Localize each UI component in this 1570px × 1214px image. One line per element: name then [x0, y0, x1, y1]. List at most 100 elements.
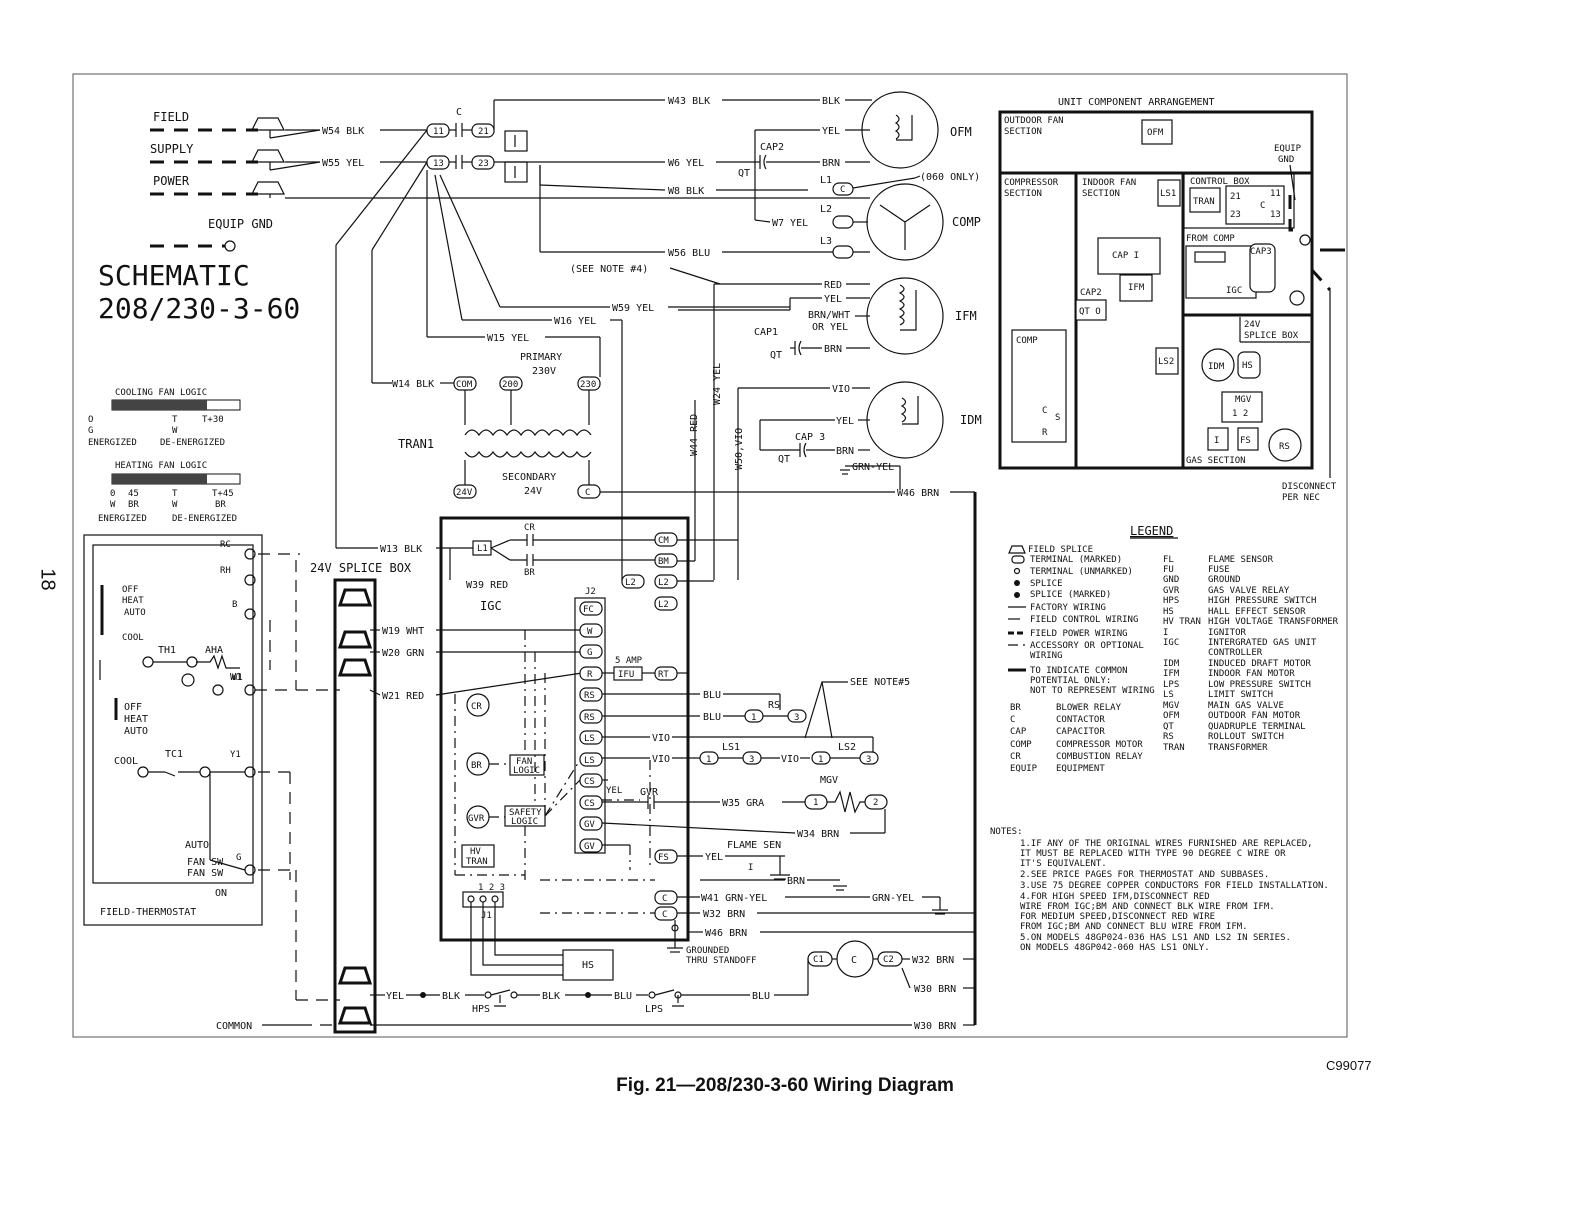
svg-text:YEL: YEL: [824, 294, 842, 305]
wire-w16: W16 YEL: [554, 316, 596, 327]
wire-w56: W56 BLU: [668, 248, 710, 259]
svg-text:WIRING: WIRING: [1030, 651, 1063, 661]
svg-text:ROLLOUT SWITCH: ROLLOUT SWITCH: [1208, 732, 1284, 742]
igc-term-w: [579, 623, 603, 638]
svg-text:C2: C2: [883, 955, 894, 965]
wire-w20: W20 GRN: [382, 648, 424, 659]
svg-text:HALL EFFECT SENSOR: HALL EFFECT SENSOR: [1208, 607, 1306, 617]
svg-text:BR: BR: [215, 500, 226, 510]
svg-text:POTENTIAL ONLY:: POTENTIAL ONLY:: [1030, 676, 1111, 686]
splice-box: 24V SPLICE BOX W19 WHT W20 GRN W21 RED W…: [310, 544, 583, 1034]
svg-text:IDM: IDM: [1163, 659, 1180, 669]
svg-text:T: T: [172, 489, 178, 499]
svg-text:W1: W1: [232, 673, 243, 683]
arr-idm: [1201, 348, 1235, 382]
arr-mgv: [1221, 391, 1263, 423]
figure-caption: Fig. 21—208/230-3-60 Wiring Diagram: [616, 1075, 954, 1096]
svg-text:TO INDICATE COMMON: TO INDICATE COMMON: [1030, 666, 1128, 676]
svg-text:COMP: COMP: [1010, 740, 1032, 750]
igc-board: IGC W39 RED L1 CR BR CM BM W44 RED W24 Y…: [439, 320, 796, 981]
svg-text:FOR MEDIUM SPEED,DISCONNECT RE: FOR MEDIUM SPEED,DISCONNECT RED WIRE: [1020, 912, 1215, 922]
svg-text:11: 11: [1270, 189, 1281, 199]
svg-text:DE-ENERGIZED: DE-ENERGIZED: [172, 514, 237, 524]
field-splice-1: [251, 117, 285, 131]
svg-text:23: 23: [1230, 210, 1241, 220]
svg-text:CAP: CAP: [1010, 727, 1027, 737]
wire-w35: W35 GRA: [722, 798, 764, 809]
svg-text:1: 1: [818, 755, 823, 765]
svg-text:W1: W1: [230, 672, 242, 683]
common-label: COMMON: [216, 1021, 252, 1032]
svg-text:BM: BM: [658, 557, 669, 567]
svg-text:TRAN: TRAN: [466, 857, 488, 867]
safety-switches: BLU BLU 1 RS 3 VIO VIO LS1 1 3 VIO LS2 1…: [216, 677, 975, 1032]
svg-text:1: 1: [813, 798, 818, 808]
svg-text:ENERGIZED: ENERGIZED: [98, 514, 147, 524]
splice-box-rect: [333, 578, 377, 1034]
comp-label: COMP: [952, 215, 981, 229]
svg-text:G: G: [587, 648, 592, 658]
svg-text:LS2: LS2: [1158, 357, 1174, 367]
schematic-title: SCHEMATIC: [98, 259, 250, 292]
indoor-motors: RED YEL BRN/WHT OR YEL CAP1 QT BRN IFM V…: [600, 277, 982, 1025]
svg-text:QT: QT: [1163, 722, 1174, 732]
svg-text:RH: RH: [220, 566, 231, 576]
svg-text:COM: COM: [456, 380, 473, 390]
field-thermostat: RC RH B Y1 W1 G OFF HEAT AUTO COOL TH1 A…: [83, 534, 340, 1026]
svg-text:EQUIP: EQUIP: [1274, 144, 1302, 154]
ifm-motor-icon: [866, 277, 944, 355]
svg-text:LOW PRESSURE SWITCH: LOW PRESSURE SWITCH: [1208, 680, 1311, 690]
field-supply: FIELD SUPPLY POWER EQUIP GND SCHEMATIC 2…: [98, 110, 321, 325]
svg-text:24V: 24V: [524, 486, 542, 497]
svg-text:TRAN: TRAN: [1163, 743, 1185, 753]
svg-text:GAS VALVE RELAY: GAS VALVE RELAY: [1208, 586, 1290, 596]
arr-ifm: [1119, 274, 1153, 302]
svg-text:TERMINAL (MARKED): TERMINAL (MARKED): [1030, 555, 1122, 565]
svg-text:C: C: [585, 488, 590, 498]
svg-text:GAS SECTION: GAS SECTION: [1186, 456, 1246, 466]
svg-text:QUADRUPLE TERMINAL: QUADRUPLE TERMINAL: [1208, 722, 1306, 732]
arr-igniter: [1207, 427, 1229, 451]
terminal-l2c: [654, 596, 678, 611]
svg-text:NOT TO REPRESENT WIRING: NOT TO REPRESENT WIRING: [1030, 686, 1155, 696]
svg-text:1 2 3: 1 2 3: [478, 883, 505, 893]
svg-text:G: G: [236, 853, 241, 863]
svg-text:FLAME SEN: FLAME SEN: [727, 840, 781, 851]
svg-text:YEL: YEL: [822, 126, 840, 137]
figure-code: C99077: [1326, 1058, 1372, 1073]
wire-w55: W55 YEL: [322, 158, 364, 169]
svg-text:INDUCED DRAFT MOTOR: INDUCED DRAFT MOTOR: [1208, 659, 1312, 669]
svg-text:J2: J2: [585, 587, 596, 597]
svg-text:SEE NOTE#5: SEE NOTE#5: [850, 677, 910, 688]
svg-text:13: 13: [1270, 210, 1281, 220]
svg-text:COOLING FAN LOGIC: COOLING FAN LOGIC: [115, 388, 207, 398]
svg-text:HIGH PRESSURE SWITCH: HIGH PRESSURE SWITCH: [1208, 596, 1316, 606]
svg-text:FIELD POWER WIRING: FIELD POWER WIRING: [1030, 629, 1128, 639]
svg-text:COMP: COMP: [1016, 336, 1038, 346]
svg-text:IFU: IFU: [618, 670, 634, 680]
svg-text:PER NEC: PER NEC: [1282, 493, 1320, 503]
legend-title: LEGEND: [1130, 524, 1173, 538]
svg-text:LS1: LS1: [1160, 189, 1176, 199]
svg-text:CAP3: CAP3: [1250, 247, 1272, 257]
svg-text:L3: L3: [820, 236, 832, 247]
arr-cap3: [1249, 243, 1276, 293]
svg-text:IT'S EQUIVALENT.: IT'S EQUIVALENT.: [1020, 859, 1107, 869]
svg-text:ENERGIZED: ENERGIZED: [88, 438, 137, 448]
svg-text:QT: QT: [770, 350, 782, 361]
hv-tran-block: [461, 844, 495, 868]
svg-text:LS: LS: [584, 756, 595, 766]
svg-text:BLU: BLU: [752, 991, 770, 1002]
svg-text:5 AMP: 5 AMP: [615, 656, 643, 666]
svg-text:T+30: T+30: [202, 415, 224, 425]
svg-text:TRAN: TRAN: [1193, 197, 1215, 207]
svg-text:2: 2: [873, 798, 878, 808]
svg-text:R: R: [587, 670, 593, 680]
svg-text:CR: CR: [524, 523, 535, 533]
igc-board-rect: [439, 516, 690, 942]
svg-text:CAP1: CAP1: [754, 327, 778, 338]
svg-text:BLK: BLK: [442, 991, 460, 1002]
svg-text:INTERGRATED GAS UNIT: INTERGRATED GAS UNIT: [1208, 638, 1317, 648]
svg-text:11: 11: [433, 127, 444, 137]
svg-text:CS: CS: [584, 777, 595, 787]
